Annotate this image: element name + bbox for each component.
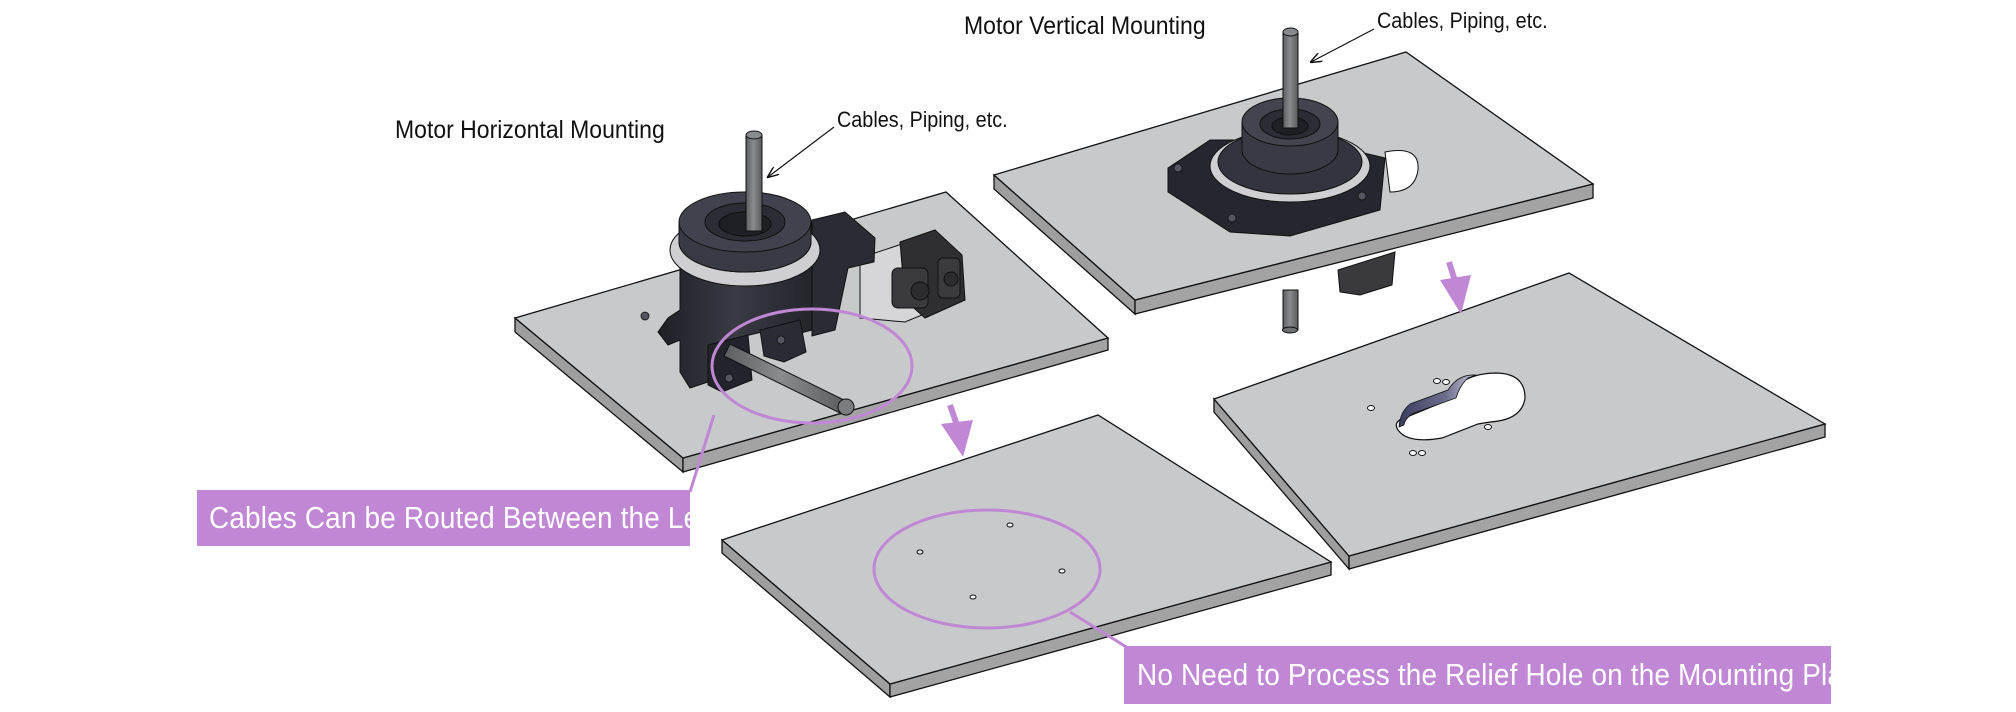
annotation-cables-vertical: Cables, Piping, etc. bbox=[1377, 8, 1548, 33]
highlight-ellipse-legs bbox=[710, 307, 914, 425]
cable-pipe-below-end bbox=[1282, 326, 1298, 334]
plate-top bbox=[720, 414, 1333, 685]
motor-horizontal-assembly bbox=[640, 130, 966, 416]
callout-text: Cables Can be Routed Between the Legs bbox=[209, 500, 730, 535]
mount-hole bbox=[916, 549, 924, 555]
mount-hole bbox=[1409, 450, 1417, 456]
motor-adapter bbox=[811, 211, 876, 337]
relief-hole-glimpse bbox=[1384, 150, 1419, 193]
cable-pipe-top bbox=[745, 130, 763, 140]
relief-hole-wall bbox=[1398, 374, 1477, 428]
callout-cables-between-legs: Cables Can be Routed Between the Legs bbox=[197, 490, 729, 546]
motor-below-plate bbox=[1337, 251, 1396, 296]
annotation-cables-horizontal: Cables, Piping, etc. bbox=[837, 107, 1008, 132]
cable-pipe-top bbox=[1282, 27, 1299, 37]
plate-with-relief-hole bbox=[1212, 272, 1827, 571]
callout-text: No Need to Process the Relief Hole on th… bbox=[1137, 657, 1867, 692]
flange-bore bbox=[718, 211, 772, 237]
motor-vertical-assembly bbox=[1167, 27, 1419, 237]
plate-top bbox=[1212, 272, 1827, 557]
annotation-arrow-vertical bbox=[1311, 28, 1375, 62]
base-bolt-hole bbox=[1173, 163, 1183, 173]
leg-bolt-hole bbox=[640, 311, 650, 321]
relief-hole bbox=[1395, 372, 1526, 441]
cable-pipe-below bbox=[1282, 289, 1299, 331]
connector-port-1 bbox=[910, 281, 930, 301]
cable-pipe-end bbox=[837, 398, 855, 416]
mount-hole bbox=[969, 594, 977, 600]
mount-hole bbox=[1433, 378, 1441, 384]
mount-hole bbox=[1418, 450, 1426, 456]
down-arrow-icon bbox=[941, 404, 973, 457]
connector-port-2 bbox=[943, 271, 959, 287]
cable-pipe-vertical bbox=[1282, 31, 1299, 129]
leg-bolt-hole bbox=[724, 373, 734, 383]
mount-hole bbox=[1484, 424, 1492, 430]
base-bolt-hole bbox=[1357, 191, 1367, 201]
mount-hole bbox=[1058, 568, 1066, 574]
cable-pipe-vertical bbox=[745, 134, 763, 232]
callout-no-relief-hole: No Need to Process the Relief Hole on th… bbox=[1124, 646, 1867, 704]
base-bolt-hole bbox=[1227, 213, 1237, 223]
mount-hole bbox=[1442, 379, 1450, 385]
callout-leader-relief bbox=[1069, 610, 1129, 650]
highlight-ellipse-relief bbox=[872, 508, 1102, 630]
annotation-arrow-horizontal bbox=[768, 126, 835, 177]
mount-hole bbox=[1006, 522, 1014, 528]
plate-no-relief-hole bbox=[720, 414, 1333, 699]
mount-hole bbox=[1367, 405, 1375, 411]
down-arrow-icon bbox=[1440, 261, 1471, 314]
title-motor-horizontal-mounting: Motor Horizontal Mounting bbox=[395, 116, 665, 144]
title-motor-vertical-mounting: Motor Vertical Mounting bbox=[964, 12, 1206, 40]
callout-leader-legs bbox=[688, 414, 716, 493]
leg-bolt-hole bbox=[776, 335, 786, 345]
